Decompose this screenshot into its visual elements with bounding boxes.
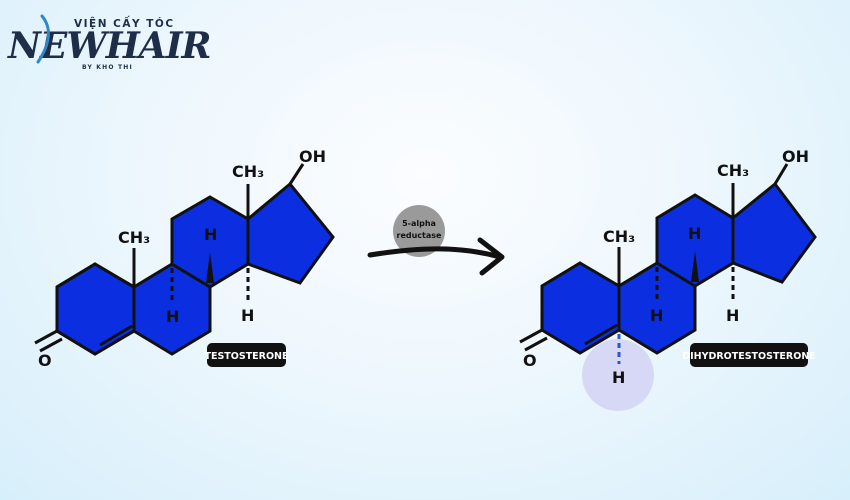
hydrogen-label-3: H [726,306,739,325]
dihydrotestosterone-label: DIHYDROTESTOSTERONE [682,351,816,362]
methyl-label-ab: CH₃ [118,228,150,247]
enzyme-circle [393,205,445,257]
hydrogen-label-1: H [166,307,179,326]
ring-d [246,181,335,285]
hydrogen-label-3: H [241,306,254,325]
arrow-shaft [367,246,503,260]
arrow-head-icon [477,237,505,276]
added-hydrogen-highlight [582,339,654,411]
hydroxyl-label: OH [299,147,326,166]
dihydrotestosterone-molecule: CH₃ CH₃ OH O H H H H DIHYDROTESTOSTERONE [519,147,817,411]
brand-logo: VIỆN CẤY TÓC NEWHAIR BY KHO THI [7,14,212,71]
hydrogen-label-1: H [650,306,663,325]
ring-a [540,261,621,355]
oxygen-label: O [523,351,537,370]
reaction-arrow: 5-alpha reductase [367,205,505,276]
hydroxyl-label: OH [782,147,809,166]
methyl-label-cd: CH₃ [717,161,749,180]
logo-wordmark: NEWHAIR [7,25,211,67]
added-hydrogen-label: H [612,368,625,387]
enzyme-label-line2: reductase [397,231,443,240]
logo-hair-swoosh-icon [36,14,50,64]
oxygen-label: O [38,351,52,370]
testosterone-molecule: CH₃ CH₃ OH O H H H TESTOSTERONE [34,147,335,370]
methyl-label-cd: CH₃ [232,162,264,181]
dihydrotestosterone-tag [690,343,808,367]
enzyme-label-line1: 5-alpha [402,219,436,228]
hydrogen-label-2: H [204,225,217,244]
testosterone-label: TESTOSTERONE [204,351,288,362]
hydrogen-label-2: H [688,224,701,243]
testosterone-tag [207,343,286,367]
ring-a [55,262,136,356]
logo-byline: BY KHO THI [82,64,133,71]
ring-d [731,181,817,284]
methyl-label-ab: CH₃ [603,227,635,246]
logo-top-text: VIỆN CẤY TÓC [74,15,175,30]
